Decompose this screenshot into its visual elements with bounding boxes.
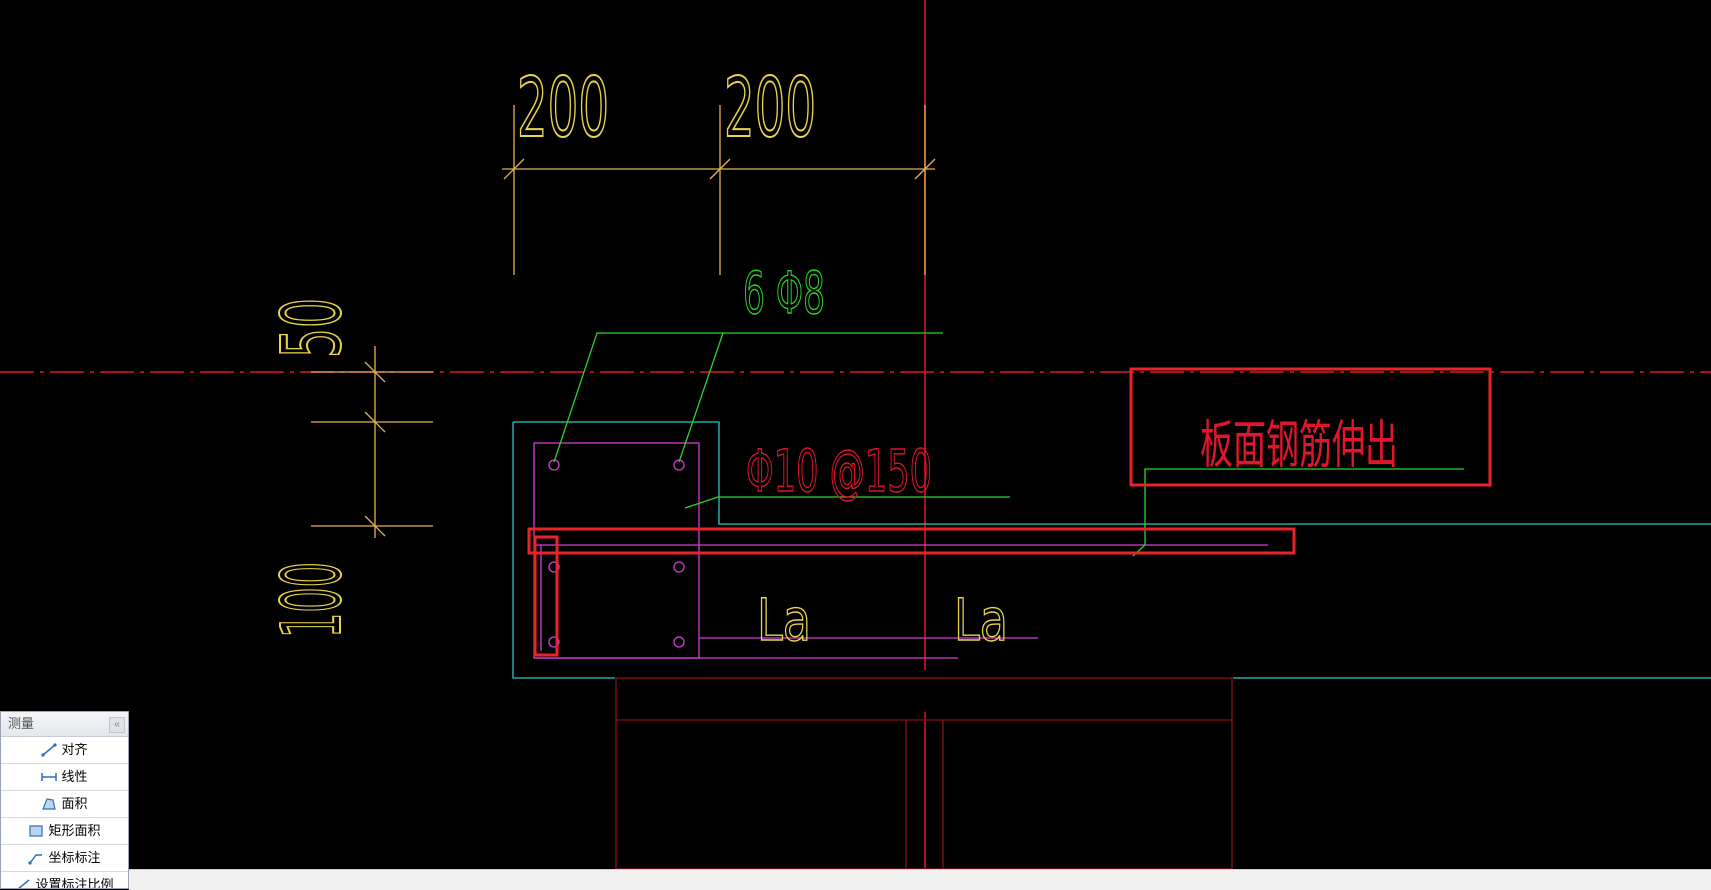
tool-label: 设置标注比例	[35, 877, 114, 889]
slab-outline	[512, 421, 1711, 679]
tool-linear[interactable]: 线性	[1, 764, 128, 791]
left-dimension	[311, 346, 433, 538]
beam-outline	[615, 677, 1233, 870]
tool-align[interactable]: 对齐	[1, 737, 128, 764]
rect-area-icon	[29, 825, 44, 837]
linear-icon	[41, 773, 58, 781]
tool-label: 矩形面积	[48, 823, 101, 838]
highlight-boxes	[527, 367, 1492, 657]
coordinate-icon	[28, 854, 43, 865]
axis-lines	[0, 0, 1711, 869]
tool-label: 面积	[61, 796, 88, 811]
dimension-text-left-upper: 50	[265, 298, 360, 358]
tool-label: 坐标标注	[48, 850, 101, 865]
stirrup-label: Φ10 @150	[746, 437, 932, 505]
dimension-text-top-right: 200	[724, 61, 816, 156]
measure-panel: 测量 « 对齐 线性 面积 矩形面积 坐标标注 设置标注比例	[0, 711, 129, 889]
dimension-text-left-lower: 100	[265, 562, 360, 638]
rebar-cage	[533, 442, 1268, 659]
measure-panel-title: 测量	[8, 716, 35, 731]
tool-coordinate[interactable]: 坐标标注	[1, 845, 128, 872]
scale-icon	[18, 879, 30, 888]
annotation-label: 板面钢筋伸出	[1200, 416, 1398, 476]
tool-label: 对齐	[61, 742, 88, 757]
anchor-label-right: La	[954, 586, 1008, 654]
measure-panel-header: 测量 «	[1, 712, 128, 737]
dimension-text-top-left: 200	[517, 61, 609, 156]
top-dimension	[502, 105, 936, 275]
align-icon	[41, 743, 58, 757]
leader-lines	[553, 332, 1464, 557]
rebar-count-label: 6 Φ8	[743, 259, 825, 327]
tool-area[interactable]: 面积	[1, 791, 128, 818]
area-icon	[42, 798, 57, 810]
tool-scale[interactable]: 设置标注比例	[1, 872, 128, 889]
panel-collapse-button[interactable]: «	[109, 717, 125, 733]
tool-rect-area[interactable]: 矩形面积	[1, 818, 128, 845]
status-bar	[129, 869, 1711, 890]
tool-label: 线性	[61, 769, 88, 784]
anchor-label-left: La	[757, 586, 811, 654]
